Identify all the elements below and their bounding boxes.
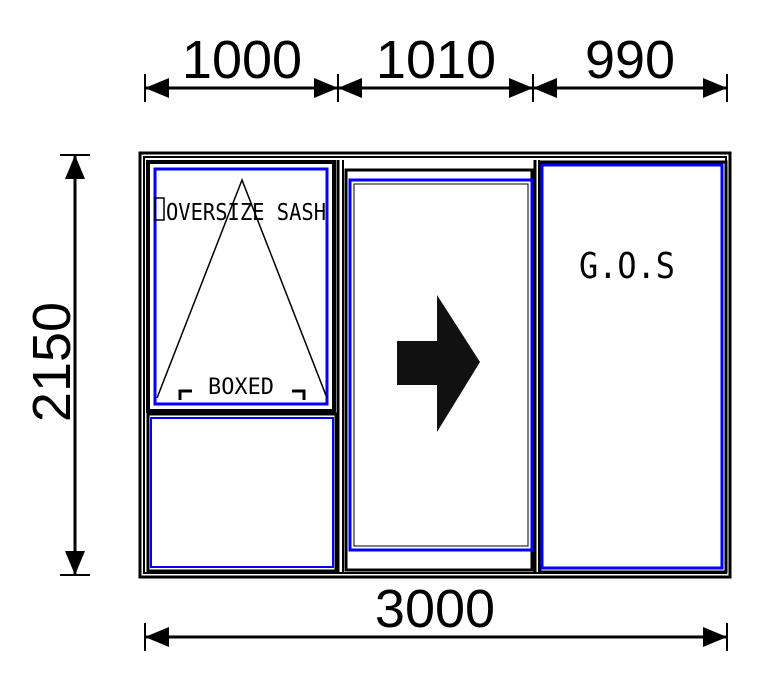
height-label: 2150 xyxy=(22,302,82,422)
fixed-glass-pane: G.O.S xyxy=(538,160,728,574)
total-width-label: 3000 xyxy=(375,579,495,639)
slide-direction-arrow-icon xyxy=(397,295,480,432)
top-dimension: 1000 1010 990 xyxy=(144,30,728,102)
box-marker xyxy=(154,197,165,221)
width-2-label: 1010 xyxy=(376,30,496,90)
boxed-label: BOXED xyxy=(208,375,274,400)
opening-direction-triangle xyxy=(156,177,328,399)
left-bottom-fixed-pane xyxy=(146,412,338,573)
height-dimension: 2150 xyxy=(22,154,90,576)
sliding-panel xyxy=(344,168,534,572)
width-3-label: 990 xyxy=(585,30,675,90)
total-width-dimension: 3000 xyxy=(144,579,728,651)
oversize-sash-panel: OVERSIZE SASH BOXED xyxy=(146,160,336,413)
oversize-sash-label: OVERSIZE SASH xyxy=(166,200,326,226)
gos-label: G.O.S xyxy=(579,246,675,287)
width-1-label: 1000 xyxy=(182,30,302,90)
